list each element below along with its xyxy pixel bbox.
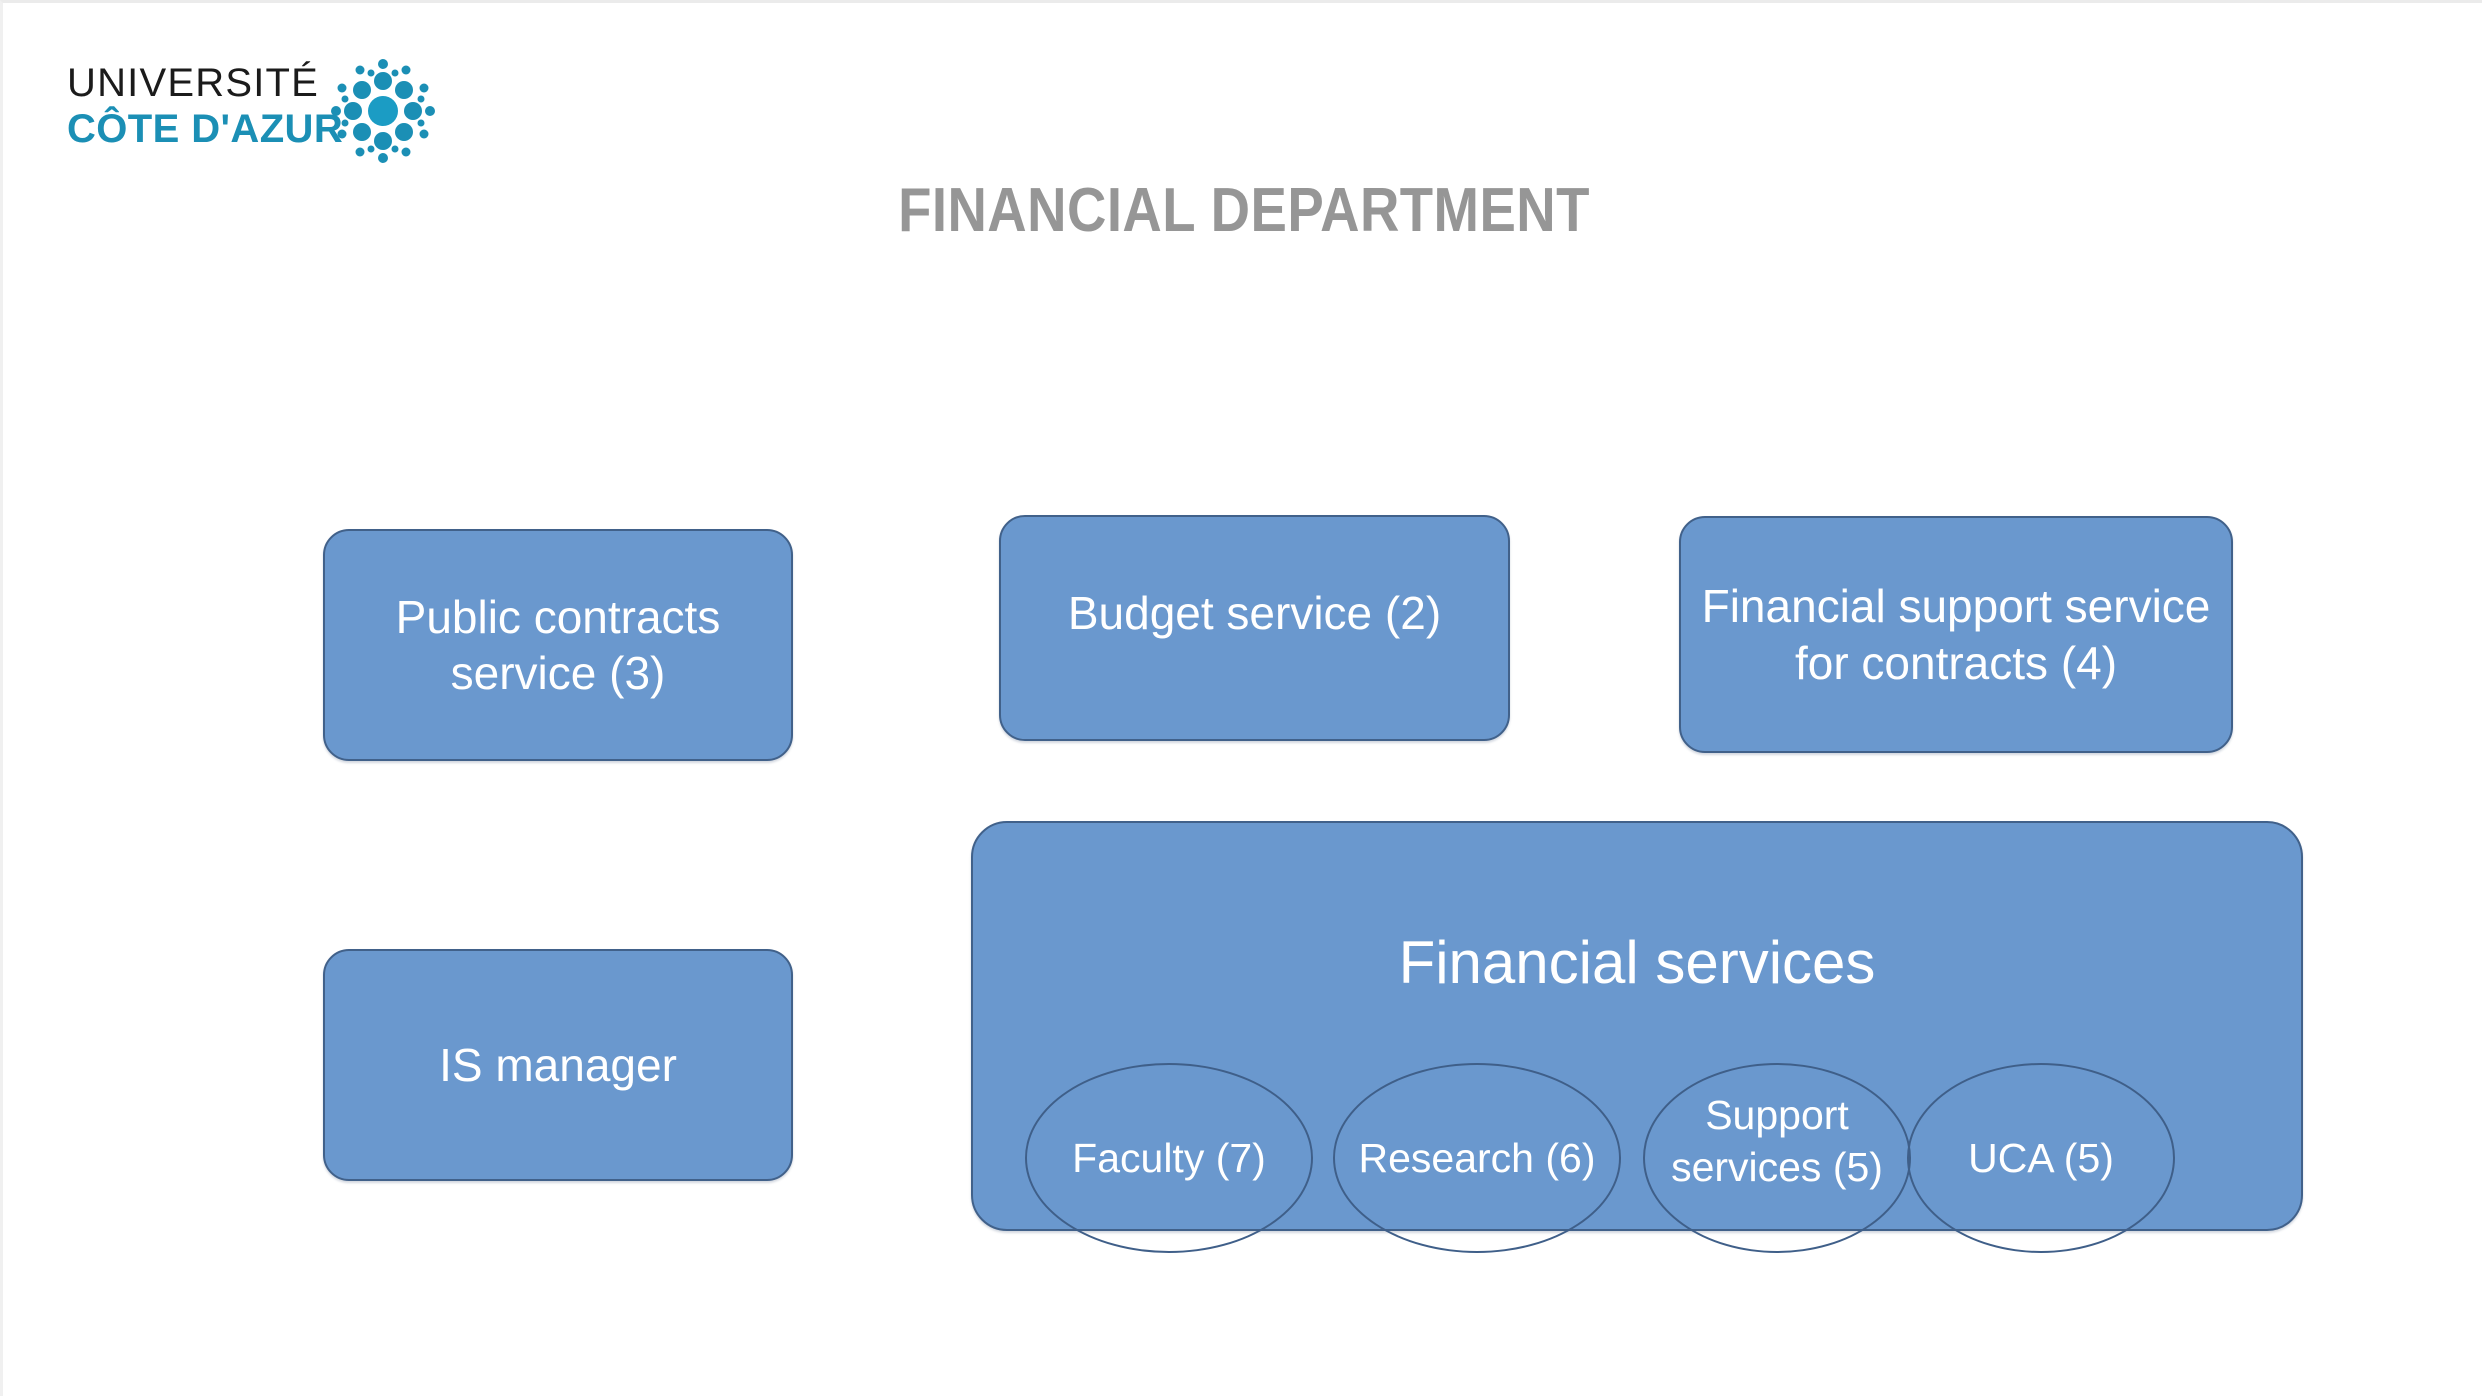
university-logo: UNIVERSITÉ CÔTE D'AZUR [65,55,435,175]
logo-text-universite: UNIVERSITÉ [67,61,320,105]
unit-label: Research (6) [1358,1134,1596,1181]
logo-text-cote-dazur: CÔTE D'AZUR [67,107,344,151]
unit-label: Faculty (7) [1072,1134,1266,1181]
radial-dots-logo-mark [331,59,435,163]
node-is-manager[interactable]: IS manager [323,949,793,1181]
unit-label: Support services (5) [1671,1092,1883,1191]
financial-services-units: Faculty (7) Research (6) Support service… [3,3,2482,1396]
node-label: Budget service (2) [1067,587,1442,639]
financial-services-label: Financial services [1398,929,1876,996]
node-public-contracts-service[interactable]: Public contracts service (3) [323,529,793,761]
unit-support-services[interactable]: Support services (5) [1643,1063,1911,1253]
node-label: IS manager [439,1038,677,1091]
node-label: Financial support service for contracts … [1701,580,2211,689]
node-label: Public contracts service (3) [395,590,721,699]
unit-research[interactable]: Research (6) [1333,1063,1621,1253]
page-title: FINANCIAL DEPARTMENT [898,176,1590,245]
unit-label: UCA (5) [1968,1134,2114,1181]
unit-uca[interactable]: UCA (5) [1907,1063,2175,1253]
unit-faculty[interactable]: Faculty (7) [1025,1063,1313,1253]
node-budget-service[interactable]: Budget service (2) [999,515,1510,741]
node-financial-support-service-for-contracts[interactable]: Financial support service for contracts … [1679,516,2233,753]
